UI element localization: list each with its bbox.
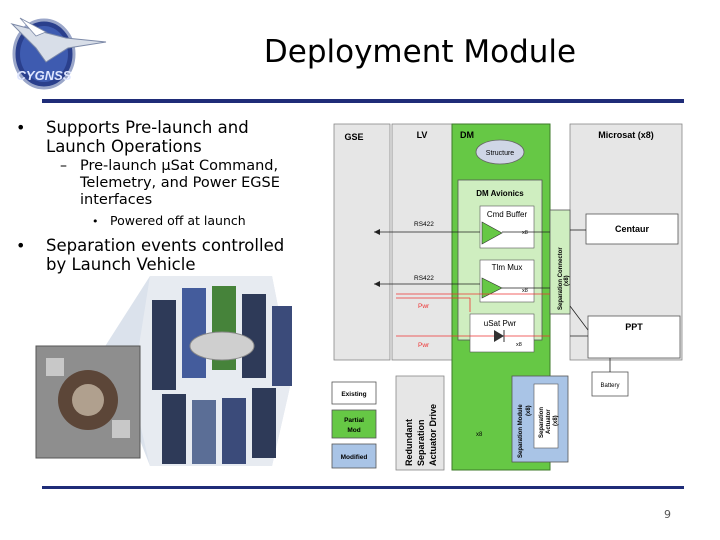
footer-divider — [42, 486, 684, 489]
structure-block — [475, 139, 525, 165]
separation-connector — [549, 209, 571, 315]
cmd-buffer-label: Cmd Buffer — [487, 210, 528, 219]
separation-actuator-label-2: Actuator — [546, 409, 552, 434]
separation-module-label: Separation Module — [518, 404, 524, 458]
dm-label: DM — [460, 130, 474, 140]
pwr-label-2: Pwr — [418, 342, 430, 349]
redundant-drive-label-2: Separation — [416, 419, 426, 466]
redundant-drive-label-1: Redundant — [404, 419, 414, 466]
legend-partial — [331, 409, 377, 439]
gse-column — [333, 123, 391, 361]
bullet-2: Separation events controlled by Launch V… — [46, 236, 285, 274]
rs422-label-2: RS422 — [414, 275, 434, 282]
subsub-bullet-dot: • — [92, 215, 99, 228]
redundant-drive-count: x8 — [476, 432, 483, 438]
buffer-triangle — [481, 221, 503, 245]
block-diagram: GSE LV DM Microsat (x8) Structure DM Avi… — [330, 120, 685, 475]
dm-avionics-label: DM Avionics — [476, 189, 524, 198]
legend-existing-label: Existing — [341, 391, 366, 398]
separation-connector-count: (x8) — [564, 275, 570, 286]
centaur-label: Centaur — [615, 224, 650, 234]
bullet-1: Supports Pre-launch and Launch Operation… — [46, 118, 249, 156]
gse-label: GSE — [344, 132, 363, 142]
deployment-module-photo — [22, 270, 314, 482]
sub-bullet-1: Pre-launch µSat Command, Telemetry, and … — [80, 158, 280, 208]
ppt-label: PPT — [625, 322, 643, 332]
bullet-dot: • — [16, 236, 26, 255]
logo-text: CYGNSS — [17, 68, 72, 83]
legend-partial-label-1: Partial — [344, 417, 364, 424]
diode-icon — [494, 330, 504, 342]
buffer-triangle — [481, 277, 503, 299]
tlm-mux-label: Tlm Mux — [492, 263, 523, 272]
usat-pwr-label: uSat Pwr — [484, 319, 517, 328]
usat-pwr-count: x8 — [516, 342, 522, 348]
cmd-buffer-count: x8 — [522, 230, 528, 236]
usat-pwr-block — [469, 313, 535, 353]
tlm-mux-block — [479, 259, 535, 303]
sub-bullet-dash: – — [60, 158, 67, 174]
rs422-label-1: RS422 — [414, 221, 434, 228]
bullet-dot: • — [16, 118, 26, 137]
separation-module-count: (x8) — [526, 405, 532, 416]
redundant-drive-block — [395, 375, 445, 471]
lv-label: LV — [417, 130, 428, 140]
title-divider — [42, 99, 684, 103]
legend-modified-label: Modified — [341, 454, 368, 461]
battery-block — [591, 371, 629, 397]
cygnss-logo: CYGNSS — [6, 2, 110, 94]
page-title: Deployment Module — [263, 34, 577, 70]
tlm-mux-count: x8 — [522, 288, 528, 294]
subsub-bullet-1: Powered off at launch — [110, 213, 246, 228]
separation-actuator-label-1: Separation — [539, 407, 545, 438]
separation-actuator-block — [533, 383, 559, 449]
centaur-block — [585, 213, 679, 245]
legend-partial-label-2: Mod — [347, 427, 360, 434]
ppt-block — [587, 315, 681, 359]
legend-existing — [331, 381, 377, 405]
battery-label: Battery — [600, 383, 619, 389]
structure-label: Structure — [486, 150, 515, 157]
lv-column — [391, 123, 453, 361]
page-number: 9 — [664, 508, 671, 521]
pwr-label-1: Pwr — [418, 303, 430, 310]
microsat-label: Microsat (x8) — [598, 130, 654, 140]
separation-connector-label: Separation Connector — [558, 247, 564, 310]
separation-actuator-label-3: (x8) — [553, 415, 559, 426]
redundant-drive-label-3: Actuator Drive — [428, 404, 438, 466]
legend-modified — [331, 443, 377, 469]
